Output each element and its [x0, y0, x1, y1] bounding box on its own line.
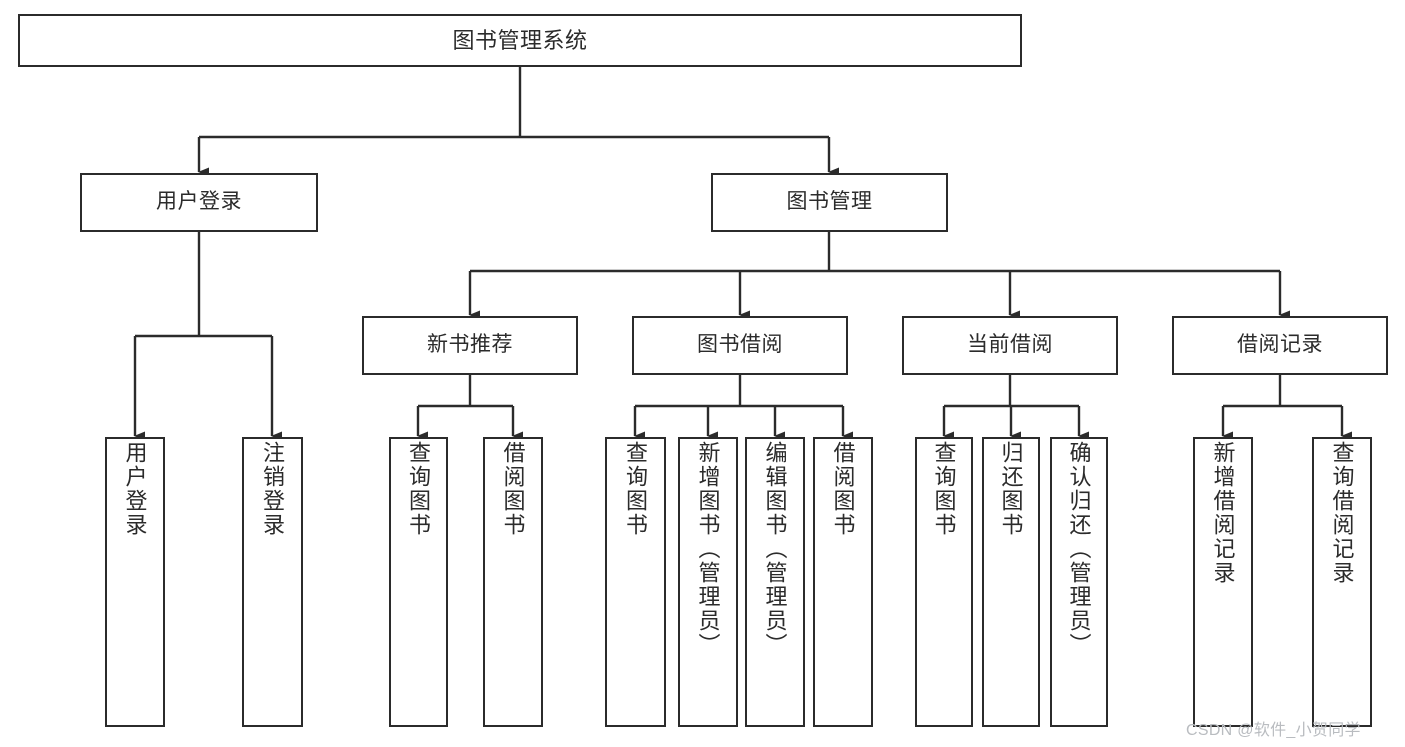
node-label: 查询图书 [406, 441, 432, 537]
node-user-login[interactable]: 用户登录 [80, 173, 318, 232]
node-label: 借阅记录 [1237, 333, 1323, 357]
node-leaf-bb-edit-book[interactable]: 编辑图书（管理员） [745, 437, 805, 727]
node-leaf-cb-return-book[interactable]: 归还图书 [982, 437, 1040, 727]
node-label: 用户登录 [122, 441, 148, 537]
node-label: 确认归还（管理员） [1066, 441, 1092, 657]
node-label: 新增图书（管理员） [695, 441, 721, 657]
node-borrow-record[interactable]: 借阅记录 [1172, 316, 1388, 375]
node-label: 新增借阅记录 [1210, 441, 1236, 585]
node-label: 查询借阅记录 [1329, 441, 1355, 585]
node-current-borrow[interactable]: 当前借阅 [902, 316, 1118, 375]
node-label: 借阅图书 [500, 441, 526, 537]
node-leaf-bb-add-book[interactable]: 新增图书（管理员） [678, 437, 738, 727]
node-label: 图书管理 [786, 190, 873, 214]
node-label: 归还图书 [998, 441, 1024, 537]
watermark-text: CSDN @软件_小贺同学 [1186, 722, 1361, 739]
node-label: 当前借阅 [967, 333, 1053, 357]
node-leaf-rec-borrow-book[interactable]: 借阅图书 [483, 437, 543, 727]
node-leaf-bb-borrow-book[interactable]: 借阅图书 [813, 437, 873, 727]
node-leaf-cb-confirm-return[interactable]: 确认归还（管理员） [1050, 437, 1108, 727]
node-label: 查询图书 [931, 441, 957, 537]
node-new-book-rec[interactable]: 新书推荐 [362, 316, 578, 375]
node-book-manage[interactable]: 图书管理 [711, 173, 948, 232]
node-leaf-rec-query-book[interactable]: 查询图书 [389, 437, 448, 727]
node-leaf-logout[interactable]: 注销登录 [242, 437, 303, 727]
node-label: 图书借阅 [697, 333, 783, 357]
node-leaf-br-query-record[interactable]: 查询借阅记录 [1312, 437, 1372, 727]
node-leaf-bb-query-book[interactable]: 查询图书 [605, 437, 666, 727]
node-label: 用户登录 [156, 190, 242, 214]
node-label: 注销登录 [260, 441, 286, 537]
node-root[interactable]: 图书管理系统 [18, 14, 1022, 67]
node-leaf-br-add-record[interactable]: 新增借阅记录 [1193, 437, 1253, 727]
node-label: 借阅图书 [830, 441, 856, 537]
node-book-borrow[interactable]: 图书借阅 [632, 316, 848, 375]
node-label: 新书推荐 [427, 333, 513, 357]
node-leaf-cb-query-book[interactable]: 查询图书 [915, 437, 973, 727]
node-leaf-user-login[interactable]: 用户登录 [105, 437, 165, 727]
node-label: 查询图书 [623, 441, 649, 537]
node-label: 编辑图书（管理员） [762, 441, 788, 657]
node-label: 图书管理系统 [452, 27, 588, 53]
